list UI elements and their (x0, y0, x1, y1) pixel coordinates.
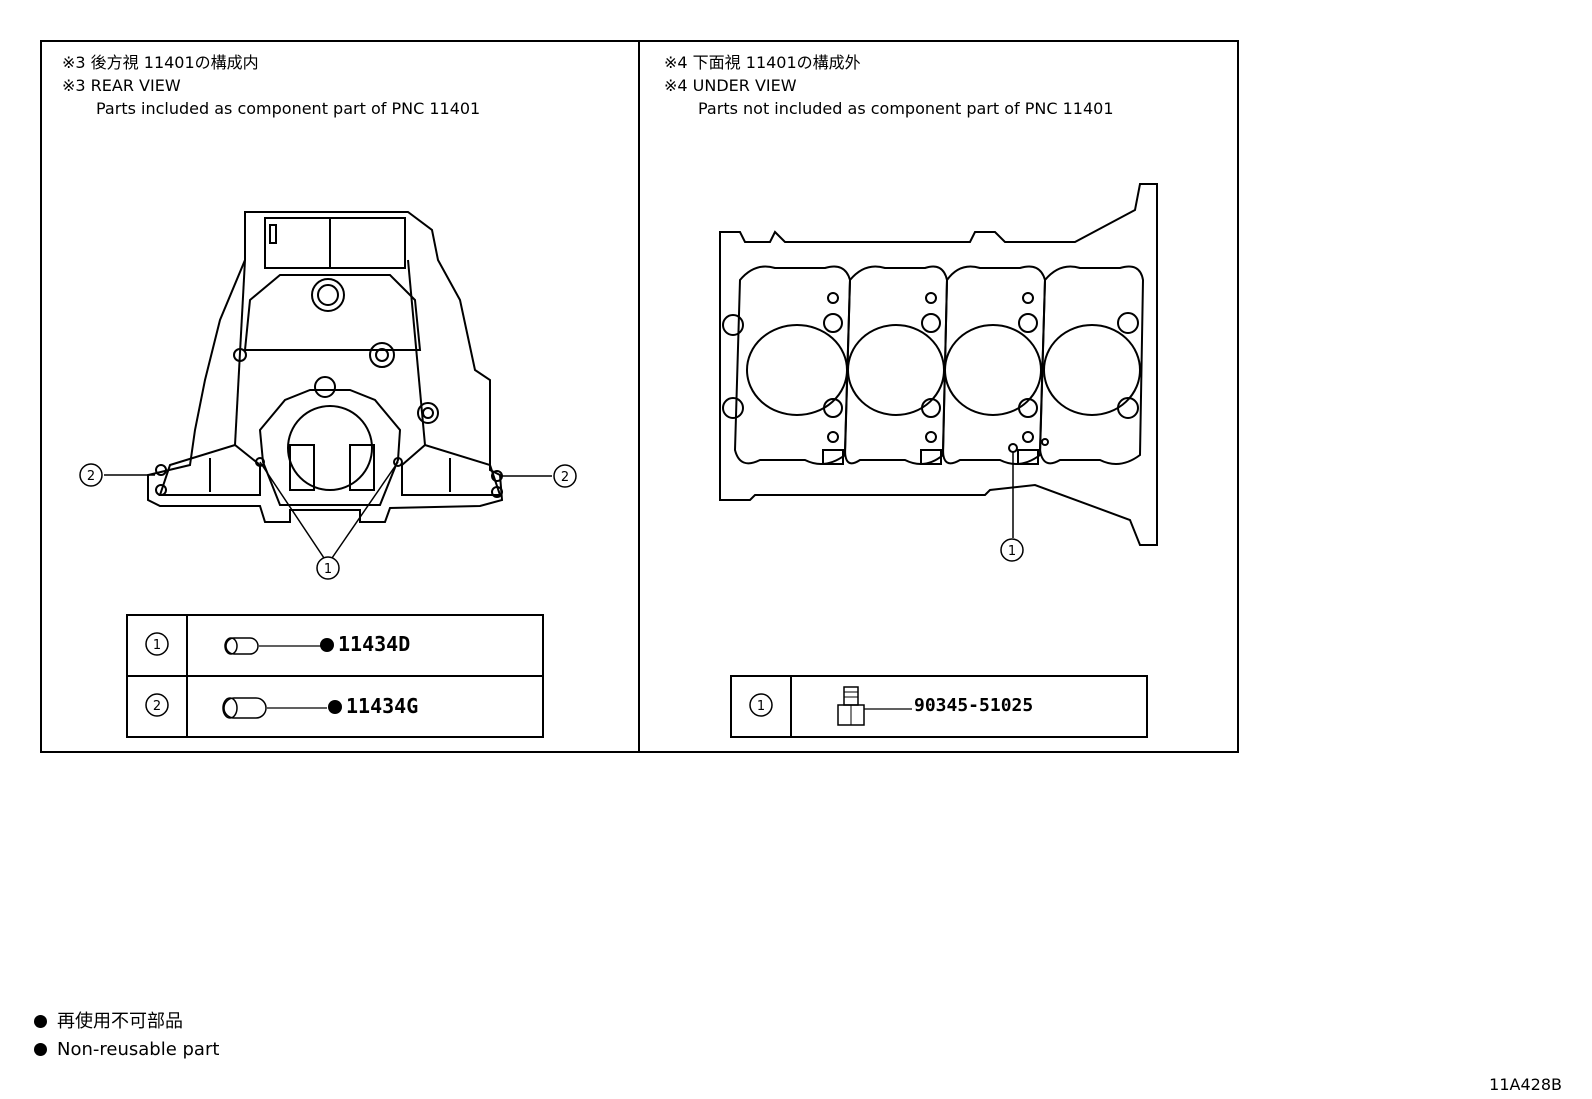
part-number-11434G: 11434G (346, 694, 419, 718)
rear-view-parts-table: 1 11434D 2 11434G (126, 614, 544, 738)
part-number-90345-51025: 90345-51025 (914, 695, 1034, 716)
rear-view-title-jp: ※3 後方視 11401の構成内 (62, 53, 259, 72)
svg-text:2: 2 (87, 469, 95, 484)
rear-view-title-en: ※3 REAR VIEW (62, 76, 181, 95)
legend-jp: 再使用不可部品 (34, 1010, 183, 1034)
parts-row: 1 11434D (126, 614, 544, 677)
ref-1-badge: 1 (145, 631, 169, 656)
ref-2-badge: 2 (145, 692, 169, 717)
callout-1: 1 (316, 556, 340, 580)
svg-text:1: 1 (1008, 544, 1016, 559)
under-view-subtitle: Parts not included as component part of … (698, 99, 1114, 118)
rear-view-header: ※3 後方視 11401の構成内 ※3 REAR VIEW Parts incl… (62, 51, 480, 120)
non-reusable-dot (320, 638, 334, 652)
under-view-title-en: ※4 UNDER VIEW (664, 76, 797, 95)
callout-1-under: 1 (1000, 538, 1024, 562)
callout-2-right: 2 (553, 464, 577, 488)
rear-view-subtitle: Parts included as component part of PNC … (96, 99, 481, 118)
plug-bolt-icon (837, 686, 912, 726)
svg-text:2: 2 (561, 470, 569, 485)
parts-row: 1 90345-51025 (730, 675, 1148, 738)
non-reusable-dot-icon (34, 1015, 47, 1028)
diagram-code: 11A428B (1489, 1075, 1562, 1094)
knock-pin-large-icon (222, 697, 327, 719)
non-reusable-dot-icon (34, 1043, 47, 1056)
parts-row: 2 11434G (126, 675, 544, 738)
under-view-title-jp: ※4 下面視 11401の構成外 (664, 53, 861, 72)
ref-1-badge: 1 (749, 692, 773, 717)
callout-2-left: 2 (79, 463, 103, 487)
under-view-parts-table: 1 90345-51025 (730, 675, 1148, 738)
svg-text:1: 1 (153, 638, 161, 653)
svg-text:1: 1 (324, 562, 332, 577)
knock-pin-small-icon (224, 637, 321, 655)
svg-text:2: 2 (153, 699, 161, 714)
non-reusable-dot (328, 700, 342, 714)
part-number-11434D: 11434D (338, 632, 411, 656)
under-view-header: ※4 下面視 11401の構成外 ※4 UNDER VIEW Parts not… (664, 51, 1114, 120)
engine-block-rear-view-drawing: 2 2 1 (79, 211, 577, 580)
legend-en: Non-reusable part (34, 1038, 219, 1062)
svg-text:1: 1 (757, 699, 765, 714)
panel-divider (638, 40, 640, 753)
engine-block-under-view-drawing: 1 (719, 183, 1158, 562)
